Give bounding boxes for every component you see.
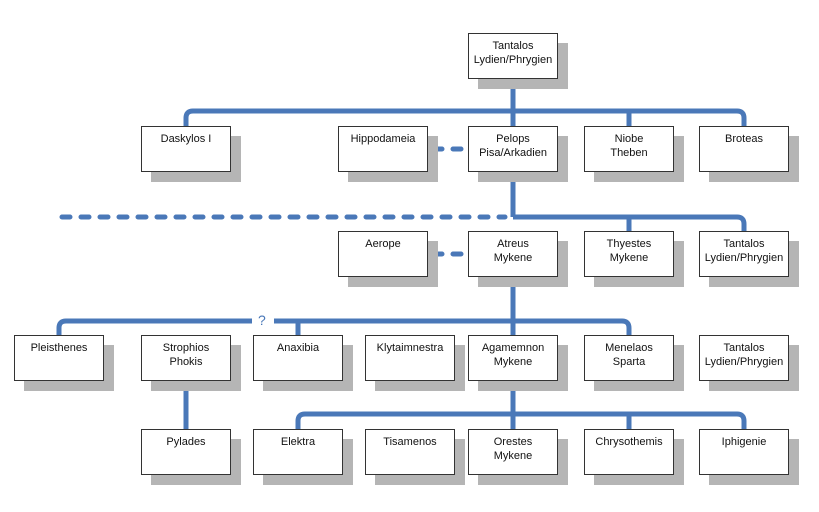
person-name: Strophios xyxy=(162,342,210,354)
person-name: Pelops xyxy=(496,133,530,145)
sibling-bar-gen3 xyxy=(513,214,747,231)
person-place: Lydien/Phrygien xyxy=(704,252,784,264)
sibling-bar-gen2 xyxy=(183,108,747,126)
person-name: Chrysothemis xyxy=(595,436,663,448)
person-place: Mykene xyxy=(493,252,533,264)
person-name: Niobe xyxy=(614,133,644,145)
person-place: Mykene xyxy=(493,356,533,368)
person-node-anaxibia: Anaxibia xyxy=(253,335,343,381)
person-name: Tantalos xyxy=(492,40,534,52)
person-name: Anaxibia xyxy=(276,342,320,354)
person-node-daskylos: Daskylos I xyxy=(141,126,231,172)
person-node-pylades: Pylades xyxy=(141,429,231,475)
person-place: Lydien/Phrygien xyxy=(473,54,553,66)
person-name: Menelaos xyxy=(605,342,653,354)
person-place: Pisa/Arkadien xyxy=(479,147,547,159)
person-name: Elektra xyxy=(280,436,316,448)
person-node-iphigenie: Iphigenie xyxy=(699,429,789,475)
person-name: Atreus xyxy=(497,238,529,250)
person-node-pleisthenes: Pleisthenes xyxy=(14,335,104,381)
person-place: Mykene xyxy=(493,450,533,462)
person-name: Pleisthenes xyxy=(30,342,88,354)
person-name: Hippodameia xyxy=(350,133,416,145)
person-name: Aerope xyxy=(365,238,401,250)
person-name: Klytaimnestra xyxy=(376,342,444,354)
person-name: Thyestes xyxy=(606,238,652,250)
person-node-klytaimnestra: Klytaimnestra xyxy=(365,335,455,381)
person-node-chrysothemis: Chrysothemis xyxy=(584,429,674,475)
person-name: Orestes xyxy=(493,436,533,448)
person-name: Broteas xyxy=(725,133,763,145)
line-pleisthenes-uncertain xyxy=(56,318,252,335)
person-node-elektra: Elektra xyxy=(253,429,343,475)
person-place: Phokis xyxy=(169,356,203,368)
person-name: Tantalos xyxy=(723,342,765,354)
person-node-aerope: Aerope xyxy=(338,231,428,277)
person-name: Tantalos xyxy=(723,238,765,250)
person-name: Tisamenos xyxy=(383,436,437,448)
person-place: Mykene xyxy=(609,252,649,264)
person-place: Theben xyxy=(610,147,648,159)
sibling-bar-gen4 xyxy=(274,318,632,335)
person-node-hippodameia: Hippodameia xyxy=(338,126,428,172)
person-node-broteas: Broteas xyxy=(699,126,789,172)
person-name: Pylades xyxy=(166,436,206,448)
person-place: Sparta xyxy=(612,356,646,368)
sibling-bar-gen5 xyxy=(295,411,747,429)
person-name: Agamemnon xyxy=(481,342,545,354)
person-node-tisamenos: Tisamenos xyxy=(365,429,455,475)
unknown-parent-marker: ? xyxy=(258,312,266,328)
person-place: Lydien/Phrygien xyxy=(704,356,784,368)
person-name: Iphigenie xyxy=(721,436,767,448)
person-name: Daskylos I xyxy=(160,133,212,145)
